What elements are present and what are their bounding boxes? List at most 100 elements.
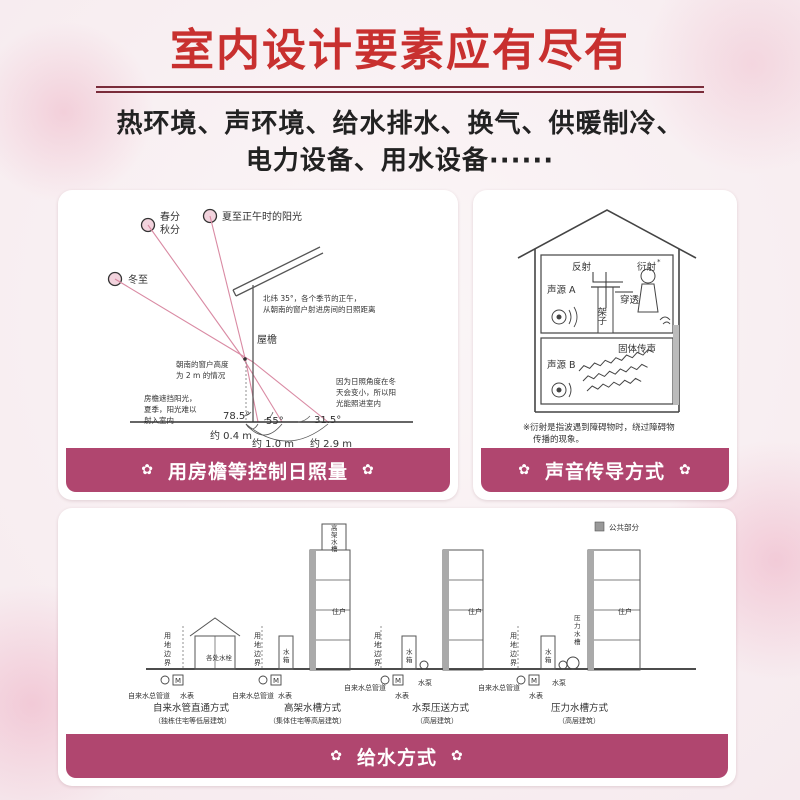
label-reflect: 反射 xyxy=(572,261,592,273)
label-eave: 屋檐 xyxy=(257,333,277,346)
subtitle-line-1: 热环境、声环境、给水排水、换气、供暖制冷、 xyxy=(116,109,684,139)
label-diffract-mark: * xyxy=(657,258,661,266)
sunlight-caption: 用房檐等控制日照量 xyxy=(167,460,348,483)
svg-text:M: M xyxy=(175,677,181,685)
boundary-label-4: 用 地 边 界 xyxy=(510,632,517,667)
house-1 xyxy=(189,617,241,637)
label-meter-1: 水表 xyxy=(180,691,194,700)
svg-text:水: 水 xyxy=(574,629,581,638)
meter-group-2: M xyxy=(258,674,282,686)
label-diffract: 衍射 xyxy=(637,261,657,273)
label-qiufen: 秋分 xyxy=(160,223,180,236)
label-angle-3: 31.5° xyxy=(314,415,341,426)
pump-3-icon xyxy=(419,660,429,670)
method-1-sub: （独栋住宅等低层建筑） xyxy=(154,716,231,725)
blossom-icon: ✿ xyxy=(518,462,531,478)
tank-top-label: 高 架 水 槽 xyxy=(331,523,338,553)
label-angle-2: 55° xyxy=(266,416,284,427)
label-summer-3: 射入室内 xyxy=(144,415,174,425)
method-2-sub: （集体住宅等高层建筑） xyxy=(269,716,346,725)
ground-tank-4 xyxy=(540,635,556,670)
note-line-1: ※衍射是指波遇到障碍物时，绕过障碍物 xyxy=(523,422,675,433)
label-main-pipe-4: 自来水总管道 xyxy=(478,683,520,692)
legend-label: 公共部分 xyxy=(609,522,639,532)
blossom-icon: ✿ xyxy=(679,462,692,478)
pressure-tank-label: 压 力 水 槽 xyxy=(574,614,581,646)
blossom-icon: ✿ xyxy=(330,748,343,764)
svg-text:水: 水 xyxy=(283,647,290,656)
water-caption-bar: ✿ 给水方式 ✿ xyxy=(66,734,728,778)
label-latitude-1: 北纬 35°，各个季节的正午， xyxy=(263,293,361,303)
svg-text:箱: 箱 xyxy=(545,655,552,664)
label-summer-1: 房檐遮挡阳光， xyxy=(144,393,197,403)
ray-equinox xyxy=(147,224,244,359)
svg-text:边: 边 xyxy=(254,649,261,658)
label-source-b: 声源 B xyxy=(547,359,576,371)
reflect-arrow xyxy=(592,272,623,283)
svg-text:M: M xyxy=(531,677,537,685)
person-icon xyxy=(640,268,656,284)
label-meter-4: 水表 xyxy=(529,691,543,700)
boundary-label-2: 用 地 边 界 xyxy=(254,632,261,667)
method-2-name: 高架水槽方式 xyxy=(284,702,342,714)
svg-text:地: 地 xyxy=(164,640,171,649)
svg-text:高: 高 xyxy=(331,523,338,532)
label-latitude-2: 从朝南的窗户射进房间的日照距离 xyxy=(263,304,376,314)
roof-eave xyxy=(232,246,321,291)
house-roof xyxy=(517,209,697,259)
svg-text:地: 地 xyxy=(510,640,517,649)
wave-line xyxy=(578,349,654,372)
label-meter-3: 水表 xyxy=(395,691,409,700)
ground-tank-3 xyxy=(401,635,417,670)
sound-caption-bar: ✿ 声音传导方式 ✿ xyxy=(481,448,729,492)
elevated-tank xyxy=(321,523,347,551)
label-winter-3: 光能照进室内 xyxy=(336,398,381,408)
svg-text:槽: 槽 xyxy=(574,637,581,646)
water-diagram: 公共部分 各处水栓 用 地 边 界 高 架 水 槽 住户 用 xyxy=(128,521,696,725)
svg-text:边: 边 xyxy=(374,649,381,658)
blossom-icon: ✿ xyxy=(141,462,154,478)
svg-text:力: 力 xyxy=(574,621,581,630)
label-faucet: 各处水栓 xyxy=(206,653,233,662)
label-residence-4: 住户 xyxy=(618,607,632,616)
water-tank-label-4: 水 箱 xyxy=(545,647,552,664)
page-title: 室内设计要素应有尽有 xyxy=(170,25,630,76)
label-distance-1: 约 0.4 m xyxy=(210,429,252,442)
label-distance-2: 约 1.0 m xyxy=(252,437,294,450)
sunlight-card: 春分 秋分 夏至正午时的阳光 冬至 北纬 35°，各个季节的正午， 从朝南的窗户… xyxy=(58,190,458,500)
method-3-sub: （高层建筑） xyxy=(416,716,458,725)
speaker-b-icon xyxy=(551,382,567,398)
sunlight-diagram: 春分 秋分 夏至正午时的阳光 冬至 北纬 35°，各个季节的正午， 从朝南的窗户… xyxy=(107,208,413,450)
note-line-2: 传播的现象。 xyxy=(533,434,584,445)
label-meter-2: 水表 xyxy=(278,691,292,700)
title-rule-bottom xyxy=(96,91,704,93)
ray-summer xyxy=(209,215,247,363)
label-dongzhi: 冬至 xyxy=(128,273,148,286)
ground-tank-2 xyxy=(278,635,294,670)
blossom-icon: ✿ xyxy=(451,748,464,764)
label-main-pipe-1: 自来水总管道 xyxy=(128,691,170,700)
svg-text:用: 用 xyxy=(374,632,381,640)
svg-text:地: 地 xyxy=(374,640,381,649)
svg-text:压: 压 xyxy=(574,614,581,622)
meter-group-1: M xyxy=(160,674,184,686)
svg-text:界: 界 xyxy=(374,659,381,667)
svg-text:界: 界 xyxy=(510,659,517,667)
blossom-icon: ✿ xyxy=(362,462,375,478)
svg-text:架: 架 xyxy=(331,531,338,539)
svg-text:水: 水 xyxy=(545,647,552,656)
boundary-label-1: 用 地 边 界 xyxy=(164,632,171,667)
meter-group-4: M xyxy=(516,674,540,686)
subtitle-line-2: 电力设备、用水设备······ xyxy=(245,146,555,176)
label-main-pipe-3: 自来水总管道 xyxy=(344,683,386,692)
boundary-label-3: 用 地 边 界 xyxy=(374,632,381,667)
title-rule-top xyxy=(96,86,704,88)
svg-text:M: M xyxy=(395,677,401,685)
label-window-1: 朝南的窗户高度 xyxy=(176,359,229,369)
meter-group-3: M xyxy=(380,674,404,686)
label-chunfen: 春分 xyxy=(160,211,180,223)
solid-wall xyxy=(673,325,679,405)
label-xiazhi: 夏至正午时的阳光 xyxy=(222,210,302,223)
sunlight-caption-bar: ✿ 用房檐等控制日照量 ✿ xyxy=(66,448,450,492)
svg-text:边: 边 xyxy=(164,649,171,658)
